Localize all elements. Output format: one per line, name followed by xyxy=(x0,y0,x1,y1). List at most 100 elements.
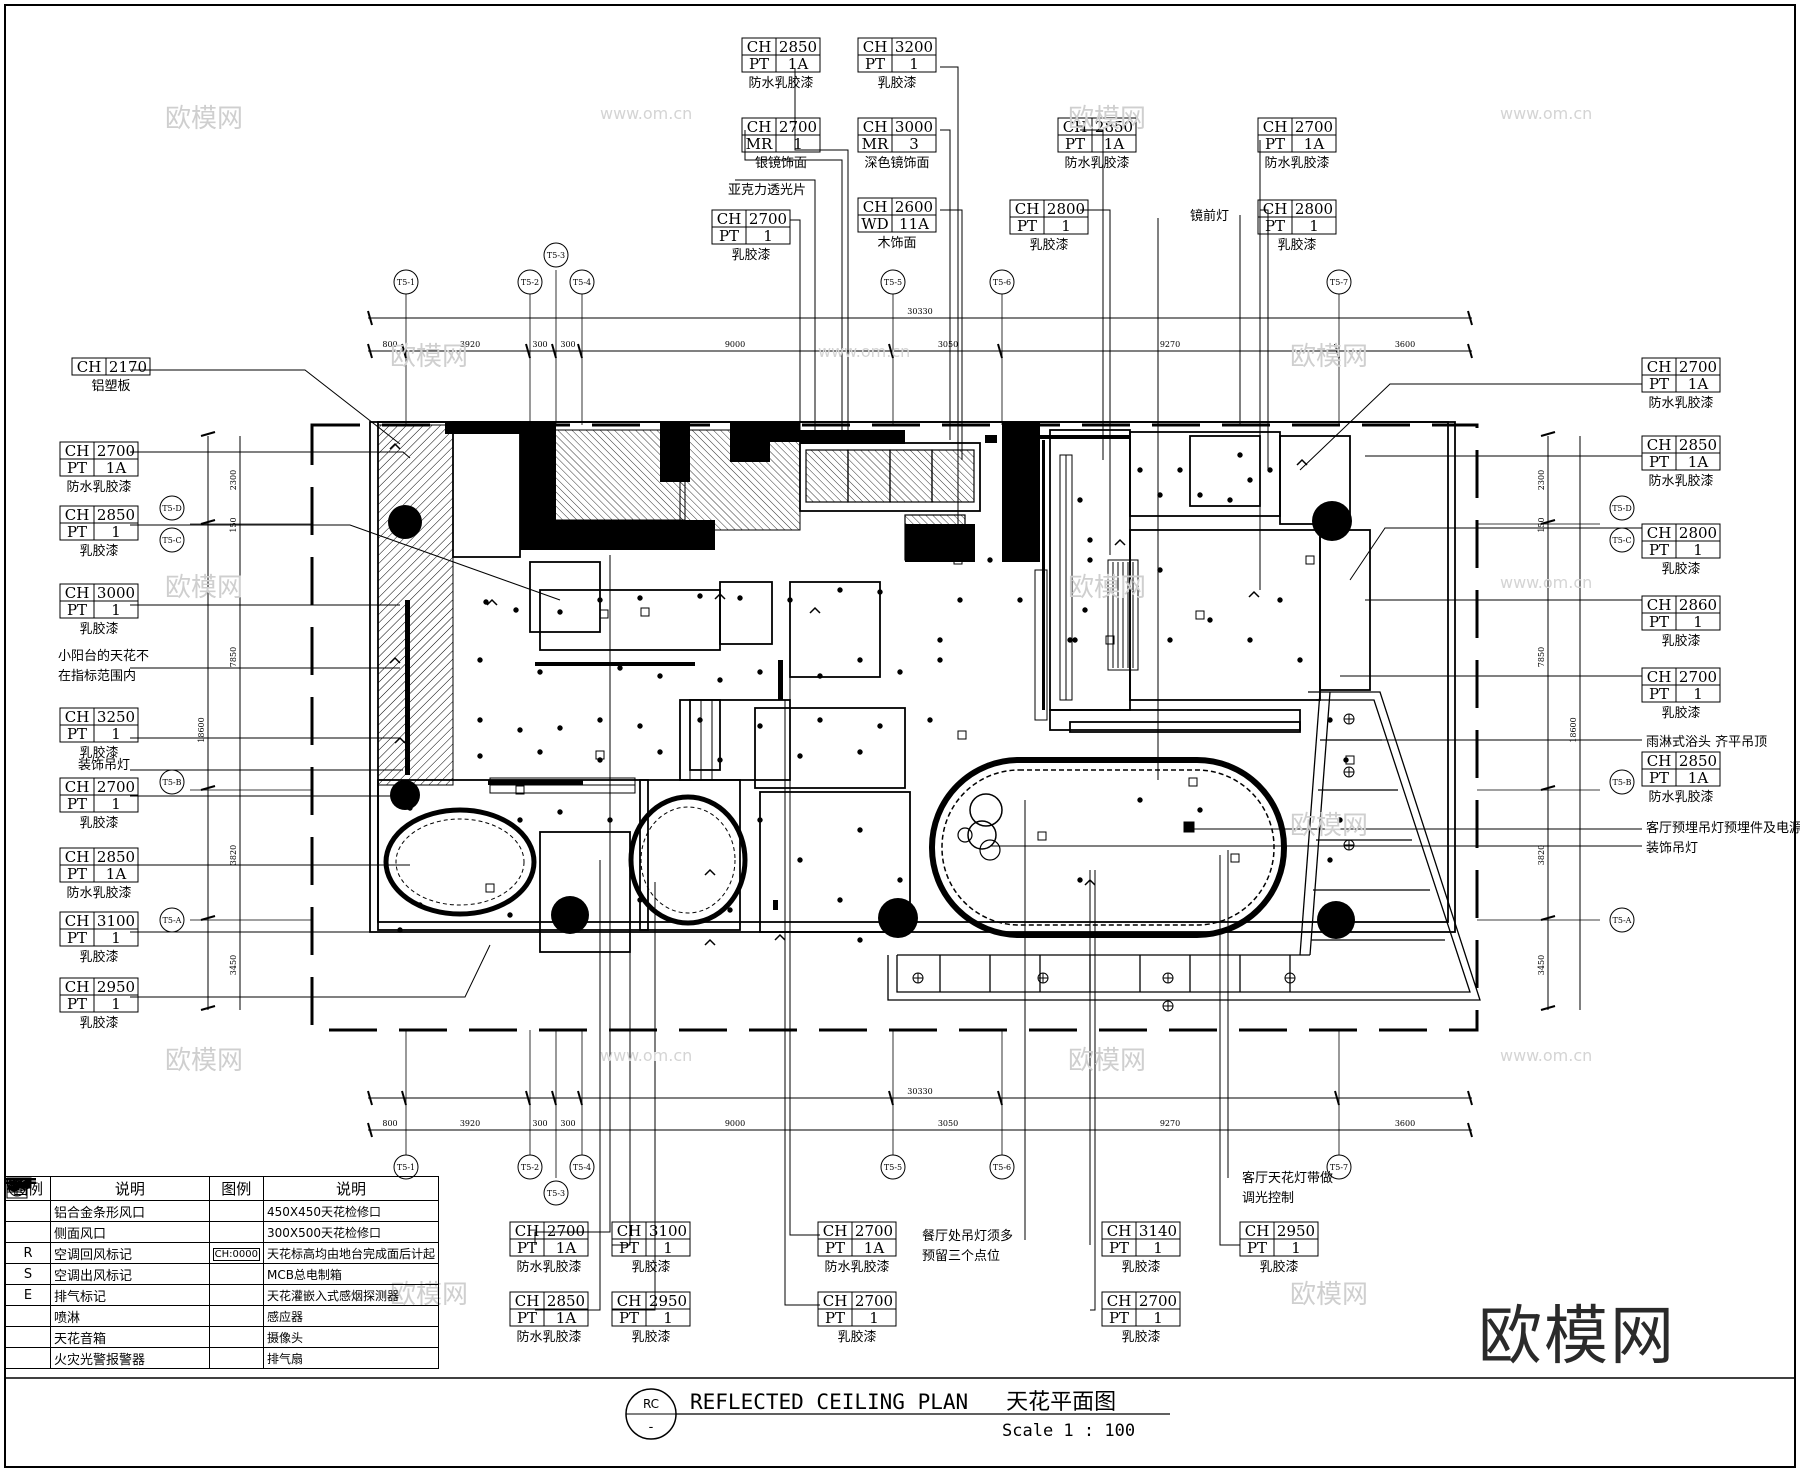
downlight-dot xyxy=(857,657,863,663)
tag-value: 1A xyxy=(788,55,809,73)
note-pendant-right: 装饰吊灯 xyxy=(1646,841,1699,856)
watermark-text: 欧模网 xyxy=(165,1046,244,1076)
tag-code: PT xyxy=(1109,1309,1129,1327)
note-dining-2: 预留三个点位 xyxy=(922,1249,1001,1264)
grid-bubble-label: T5-7 xyxy=(1330,278,1348,287)
downlight-dot xyxy=(407,805,413,811)
air-direction-arrow xyxy=(714,592,726,600)
ceiling-height-tag-sample: CH:0000 xyxy=(212,1247,260,1261)
dimension-value: 300 xyxy=(532,1119,547,1128)
legend-desc: 空调出风标记 xyxy=(50,1263,210,1285)
exhaust-fan-icon xyxy=(912,972,924,984)
access-panel-icon xyxy=(640,607,650,617)
dimension-value: 150 xyxy=(229,517,238,532)
dimension-value: 3050 xyxy=(938,340,958,349)
tag-caption: 木饰面 xyxy=(877,236,916,251)
tag-value: 1A xyxy=(864,1239,885,1257)
mirror-panels xyxy=(805,449,975,561)
tag-code: PT xyxy=(1109,1239,1129,1257)
tag-caption: 乳胶漆 xyxy=(837,1329,876,1345)
tag-value: 1 xyxy=(1693,685,1703,703)
tag-code: MR xyxy=(746,135,773,153)
tag-code: PT xyxy=(67,601,87,619)
legend-row: R 空调回风标记 CH:0000 天花标高均由地台完成面后计起 xyxy=(4,1242,440,1264)
downlight-dot xyxy=(507,912,513,918)
legend-desc: 侧面风口 xyxy=(50,1221,210,1243)
grid-bubble-label: T5-B xyxy=(1612,778,1631,787)
grid-bubble: T5-C xyxy=(1609,527,1635,553)
tag-caption: 铝塑板 xyxy=(91,379,130,394)
tag-value: 3 xyxy=(909,135,919,153)
tag-caption: 乳胶漆 xyxy=(1661,633,1700,649)
tag-code: CH xyxy=(747,38,772,56)
grid-bubble: T5-B xyxy=(159,769,185,795)
legend-desc: 天花灌嵌入式感烟探测器 xyxy=(262,1284,440,1306)
smoke-detector-icon xyxy=(6,1177,264,1306)
dimension-value: 9000 xyxy=(725,1119,745,1128)
tag-value: 2950 xyxy=(649,1292,687,1310)
note-balcony-1: 小阳台的天花不 xyxy=(58,649,150,664)
downlight-dot xyxy=(1277,597,1283,603)
tag-code: CH xyxy=(1245,1222,1270,1240)
dimension-value: 9270 xyxy=(1160,1119,1180,1128)
grid-bubble: T5-3 xyxy=(543,1180,569,1206)
tag-value: 1 xyxy=(111,601,121,619)
tag-caption: 乳胶漆 xyxy=(79,815,118,831)
tag-caption: 防水乳胶漆 xyxy=(824,1259,889,1275)
downlight-dot xyxy=(1087,557,1093,563)
downlight-dot xyxy=(797,857,803,863)
tag-code: CH xyxy=(65,584,90,602)
tag-code: PT xyxy=(1649,613,1669,631)
dimension-value: 300 xyxy=(560,340,575,349)
access-panel-icon xyxy=(485,883,495,893)
grid-bubble-label: T5-1 xyxy=(397,1163,415,1172)
tag-value: 2700 xyxy=(547,1222,585,1240)
watermark-text: 欧模网 xyxy=(165,104,244,134)
wall-strips xyxy=(405,435,1130,910)
tag-value: 3140 xyxy=(1139,1222,1177,1240)
legend-desc: 300X500天花检修口 xyxy=(262,1221,440,1243)
tag-value: 2700 xyxy=(1295,118,1333,136)
downlight-dot xyxy=(1237,452,1243,458)
downlight-dot xyxy=(1247,477,1253,483)
downlight-dot xyxy=(877,723,883,729)
legend-desc: 火灾光警报警器 xyxy=(50,1347,210,1369)
downlight-dot xyxy=(697,593,703,599)
legend-desc: 天花标高均由地台完成面后计起 xyxy=(262,1242,440,1264)
downlight-dot xyxy=(877,589,883,595)
legend-desc: 铝合金条形风口 xyxy=(50,1200,210,1222)
tag-code: CH xyxy=(1263,118,1288,136)
downlight-dot xyxy=(857,749,863,755)
legend-header-row: 图例 说明 图例 说明 xyxy=(4,1176,440,1201)
tag-code: CH xyxy=(617,1222,642,1240)
legend-desc: 摄像头 xyxy=(262,1326,440,1348)
dimension-value: 3920 xyxy=(460,1119,480,1128)
tag-caption: 乳胶漆 xyxy=(1121,1329,1160,1345)
camera-icon xyxy=(7,1178,264,1348)
legend-desc: 排气扇 xyxy=(262,1347,440,1369)
tag-caption: 乳胶漆 xyxy=(631,1329,670,1345)
access-panel-300-icon xyxy=(6,1177,264,1243)
air-direction-arrow xyxy=(809,606,821,614)
tag-value: 2700 xyxy=(1679,358,1717,376)
downlight-dot xyxy=(657,673,663,679)
downlight-dot xyxy=(797,753,803,759)
dimension-value: 3450 xyxy=(229,955,238,975)
downlight-dot xyxy=(537,669,543,675)
legend-desc: 喷淋 xyxy=(50,1305,210,1327)
tag-code: CH xyxy=(65,778,90,796)
downlight-dot xyxy=(857,827,863,833)
tag-code: CH xyxy=(65,442,90,460)
air-direction-arrow xyxy=(774,933,786,941)
drawing-title-en: REFLECTED CEILING PLAN xyxy=(690,1390,969,1414)
grid-bubble-label: T5-6 xyxy=(993,1163,1011,1172)
exhaust-fan-icon xyxy=(1037,972,1049,984)
watermark-url: www.om.cn xyxy=(818,342,911,361)
tag-code: CH xyxy=(1647,358,1672,376)
downlight-dot xyxy=(597,717,603,723)
legend-row: 喷淋 感应器 xyxy=(4,1177,440,1327)
